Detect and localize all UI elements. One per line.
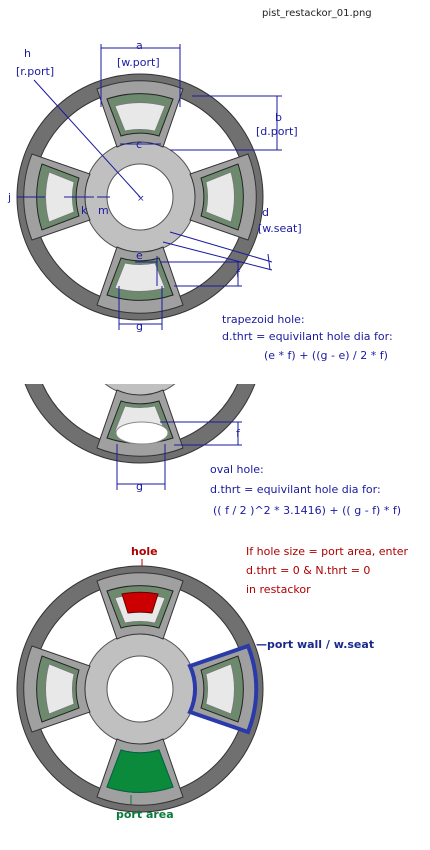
port-area-highlight [106,749,174,793]
label-d: d [262,206,269,219]
wheel-3 [16,565,264,813]
label-g-2: g [136,480,143,493]
label-f: f [236,267,241,280]
file-name: pist_restackor_01.png [262,8,372,19]
dimension-lines-2 [116,421,242,490]
legend-note-line2: d.thrt = 0 & N.thrt = 0 [246,564,370,577]
wheel-2 [16,384,264,464]
label-k: k [81,204,88,217]
wheel-2-clip [16,384,264,464]
label-b: b [275,111,282,124]
legend-port-area-label: port area [116,808,174,821]
legend-note-line3: in restackor [246,583,311,596]
label-b-sub: [d.port] [256,125,298,138]
port-wall-highlight [187,643,259,735]
label-m: m [98,204,109,217]
center-mark: × [137,194,145,204]
oval-title: oval hole: [210,463,264,476]
label-h: h [24,47,31,60]
trapezoid-title: trapezoid hole: [222,313,305,326]
label-h-sub: [r.port] [16,65,54,78]
dimension-lines-1 [17,44,282,330]
label-a-sub: [w.port] [117,56,160,69]
oval-line1: d.thrt = equivilant hole dia for: [210,483,381,496]
label-a: a [136,39,143,52]
legend-hole-label: hole [131,545,158,558]
hole-highlight [121,591,159,614]
label-j: j [7,191,11,204]
label-d-sub: [w.seat] [258,222,302,235]
label-e: e [136,249,143,262]
label-c: c [136,138,142,151]
trapezoid-formula: (e * f) + ((g - e) / 2 * f) [264,349,388,362]
legend-port-wall-label: —port wall / w.seat [256,638,374,651]
label-g: g [136,320,143,333]
oval-formula: (( f / 2 )^2 * 3.1416) + (( g - f) * f) [213,504,401,517]
label-f-2: f [236,427,241,440]
legend-note-line1: If hole size = port area, enter [246,545,409,558]
trapezoid-line1: d.thrt = equivilant hole dia for: [222,330,393,343]
wheel-1: × [16,73,264,321]
